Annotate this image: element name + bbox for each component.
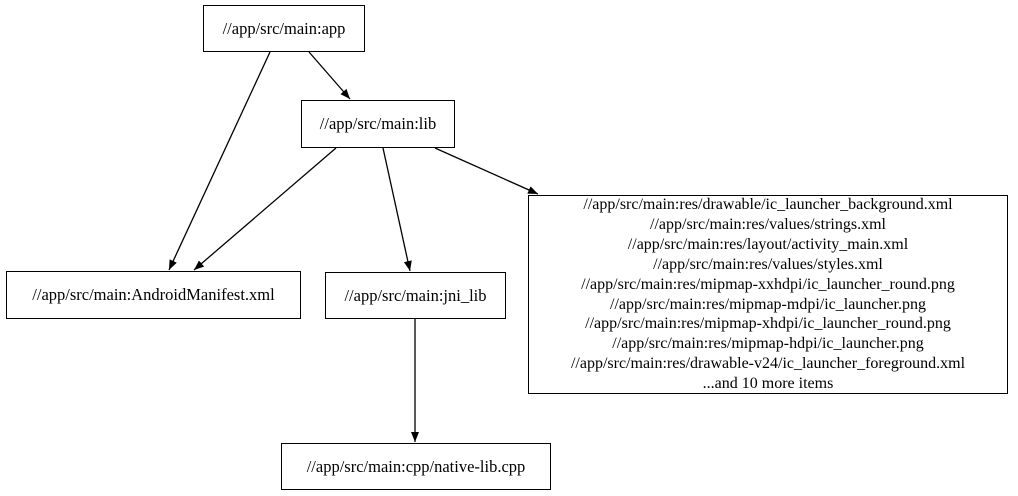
node-jni-lib-label: //app/src/main:jni_lib [344, 285, 487, 305]
res-group-line: //app/src/main:res/layout/activity_main.… [627, 235, 909, 253]
node-android-manifest-label: //app/src/main:AndroidManifest.xml [32, 285, 275, 304]
node-lib-label: //app/src/main:lib [319, 114, 437, 133]
res-group-more-items-label: ...and 10 more items [702, 375, 834, 393]
res-group-line: //app/src/main:res/mipmap-xhdpi/ic_launc… [585, 315, 951, 333]
node-native-lib-cpp: //app/src/main:cpp/native-lib.cpp [281, 443, 551, 490]
node-android-manifest: //app/src/main:AndroidManifest.xml [6, 271, 301, 319]
edge-lib-to-manifest [193, 147, 337, 271]
edge-app-to-lib [308, 51, 351, 100]
node-lib: //app/src/main:lib [301, 100, 455, 148]
res-group-line: //app/src/main:res/values/strings.xml [650, 215, 886, 233]
edge-lib-to-res_group [434, 147, 539, 195]
edge-app-to-manifest [168, 51, 271, 271]
res-group-line: //app/src/main:res/mipmap-hdpi/ic_launch… [612, 335, 924, 353]
edge-lib-to-jni_lib [382, 147, 412, 272]
res-group-line: //app/src/main:res/values/styles.xml [653, 255, 883, 273]
res-group-line: //app/src/main:res/mipmap-mdpi/ic_launch… [610, 295, 926, 313]
node-app-label: //app/src/main:app [222, 18, 346, 38]
node-res-group: //app/src/main:res/drawable/ic_launcher_… [528, 195, 1008, 394]
res-group-line: //app/src/main:res/drawable/ic_launcher_… [583, 195, 953, 213]
res-group-line: //app/src/main:res/drawable-v24/ic_launc… [570, 355, 966, 373]
node-jni-lib: //app/src/main:jni_lib [325, 272, 506, 319]
res-group-line: //app/src/main:res/mipmap-xxhdpi/ic_laun… [581, 275, 955, 293]
node-native-lib-cpp-label: //app/src/main:cpp/native-lib.cpp [306, 456, 526, 476]
node-app: //app/src/main:app [203, 5, 365, 52]
